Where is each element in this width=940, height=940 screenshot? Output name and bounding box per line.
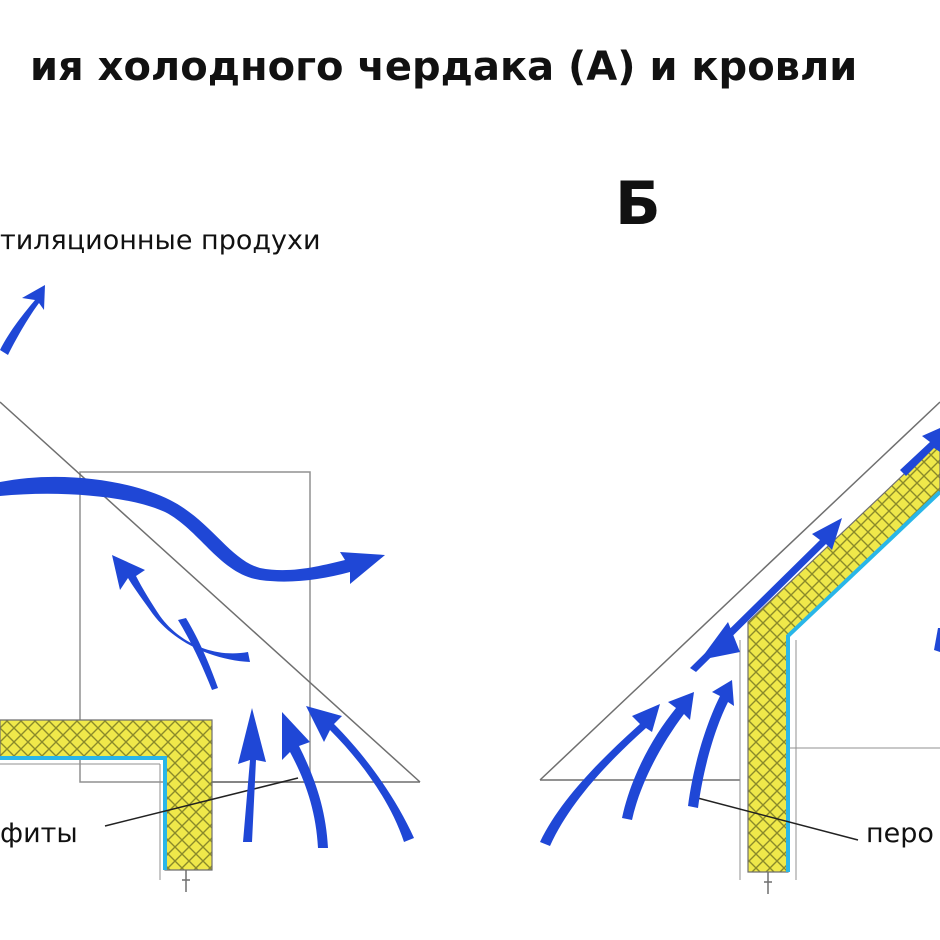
airflow-arrow-horizontal [0, 476, 385, 584]
airflow-arrows-b [540, 428, 940, 846]
vapor-barrier-b [786, 490, 940, 872]
perforation-leader-line [689, 795, 859, 841]
airflow-arrow-outlet [0, 285, 45, 355]
roof-slope-line-b [539, 401, 940, 781]
airflow-arrow-rising-tail [178, 618, 218, 690]
diagram-title: ия холодного чердака (А) и кровли [30, 44, 857, 90]
panel-a: тиляционные продухи фиты [0, 225, 421, 892]
airflow-arrow-inlet-b2 [622, 692, 694, 820]
airflow-arrow-rising [112, 555, 250, 662]
airflow-arrow-inlet-b3 [688, 680, 734, 808]
roof-slope-line-a [0, 401, 421, 783]
label-perforation: перо [866, 818, 934, 849]
soffit-leader-line [104, 777, 299, 827]
panel-b: перо [539, 401, 940, 894]
airflow-arrow-inlet-3 [306, 706, 414, 842]
label-ventilation-vents: тиляционные продухи [0, 225, 321, 256]
airflow-arrow-inlet-1 [238, 708, 266, 842]
airflow-arrow-along-roof-head [700, 622, 740, 660]
airflow-arrow-inlet-2 [282, 712, 328, 848]
wall-stake-b [764, 872, 772, 894]
wall-stake-a [182, 870, 190, 892]
airflow-arrow-ridge [900, 428, 940, 476]
airflow-arrow-room [934, 628, 940, 652]
airflow-arrow-inlet-b1 [540, 704, 660, 846]
airflow-arrows-a [0, 285, 414, 848]
label-soffits: фиты [0, 818, 78, 849]
vapor-barrier-a [0, 756, 167, 870]
insulation-layer-b [747, 439, 940, 873]
panel-b-letter: Б [615, 169, 661, 239]
